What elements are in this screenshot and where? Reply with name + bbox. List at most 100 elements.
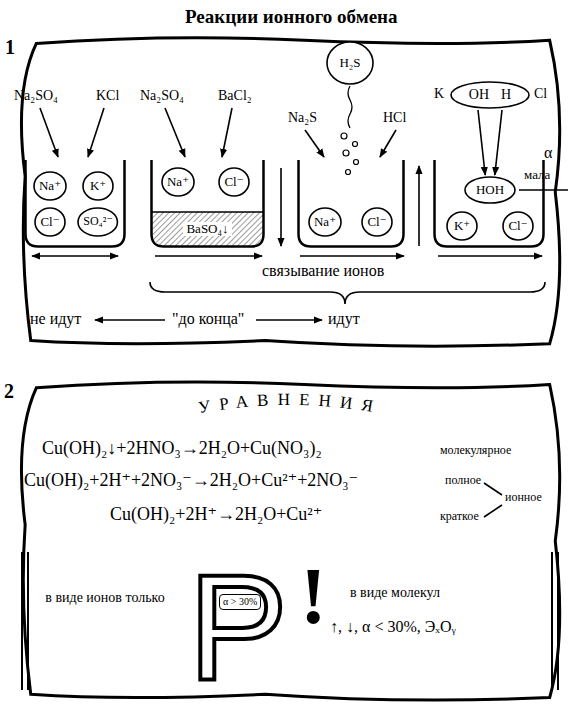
double-bars — [22, 552, 558, 690]
right-arrow — [256, 319, 322, 321]
text-label: Cu(OH)₂↓+2HNO₃→2H₂O+Cu(NO₃)₂ — [42, 438, 322, 459]
heading-text: Na₂SO₄ — [140, 88, 184, 104]
node-text: Cl⁻ — [367, 215, 386, 230]
text-label: полное — [445, 474, 481, 488]
reagent-arrow — [88, 108, 104, 157]
arc-heading-path: УРАВНЕНИЯ — [197, 390, 383, 417]
beaker-outline — [299, 160, 404, 247]
heading-text: Na₂SO₄ — [14, 88, 58, 104]
node-text: Cl⁻ — [40, 215, 59, 230]
title: Реакции ионного обмена — [185, 6, 398, 28]
text-label: "до конца" — [172, 310, 244, 328]
brace — [150, 282, 545, 304]
heading-text: Na₂S — [288, 110, 317, 126]
ion-circle: Cl⁻ — [502, 211, 534, 241]
ion-circle: Na⁺ — [308, 207, 342, 237]
reagent-arrow — [165, 108, 185, 157]
panel: 1Na₂SO₄KClNa⁺K⁺Cl⁻SO₄²⁻Na₂SO₄BaCl₂Na⁺Cl⁻… — [14, 34, 572, 350]
beaker: Na₂SO₄KClNa⁺K⁺Cl⁻SO₄²⁻ — [24, 160, 126, 248]
text-label: в виде ионов только — [40, 590, 170, 606]
precipitate-arrow — [280, 168, 282, 246]
precipitate-fill — [152, 212, 263, 246]
text-label: не идут — [30, 310, 81, 328]
node-text: H₂S — [339, 56, 360, 71]
node-text: Na⁺ — [314, 215, 336, 230]
panel: 2Рα > 30% — [14, 378, 572, 704]
node-outline — [14, 378, 572, 704]
ion-circle: Cl⁻ — [361, 207, 393, 237]
text-label: краткое — [440, 510, 479, 524]
beaker: Na₂SHClNa⁺Cl⁻ — [297, 160, 405, 248]
node-text: Na⁺ — [39, 179, 61, 194]
gas-balloon: H₂S — [326, 41, 374, 85]
ellipse-outline — [83, 172, 113, 200]
node-text: K⁺ — [454, 219, 470, 234]
node-text: Na⁺ — [167, 175, 189, 190]
reversible-arrow — [32, 255, 118, 257]
reagent-arrow — [222, 108, 232, 157]
balloon-string — [348, 86, 352, 128]
reagent-arrow — [40, 108, 58, 157]
water-molecule: HOH — [464, 176, 516, 204]
precipitate-band: BaSO₄↓ — [152, 212, 263, 246]
text-label: молекулярное — [440, 444, 511, 458]
ion-circle: Cl⁻ — [218, 167, 250, 197]
heading-text: KCl — [96, 88, 119, 104]
beaker-outline — [152, 160, 264, 247]
node-text: BaSO₄↓ — [183, 222, 231, 237]
solubility-sign: Рα > 30% — [188, 552, 292, 702]
heading-text: K — [434, 86, 444, 102]
ellipse-outline — [451, 82, 529, 108]
gas-arrow — [418, 166, 420, 246]
panel-outline — [21, 382, 559, 700]
panel-outline — [21, 38, 559, 346]
text-label: α — [544, 144, 552, 162]
node-outline — [24, 160, 126, 248]
ellipse-outline — [503, 212, 533, 240]
node-text: HOH — [476, 183, 504, 198]
reagent-arrows — [40, 108, 396, 157]
ellipse-outline — [309, 208, 341, 236]
text-label: Cu(OH)₂+2H⁺+2NO₃⁻→2H₂O+Cu²⁺+2NO₃⁻ — [24, 470, 358, 491]
arc-heading: УРАВНЕНИЯ — [197, 390, 383, 417]
ellipse-outline — [327, 42, 373, 84]
bubble — [343, 150, 349, 156]
forward-arrow — [438, 255, 542, 257]
node-text: Cl⁻ — [224, 175, 243, 190]
bar — [551, 552, 553, 690]
ellipse-outline — [34, 172, 66, 200]
text-label: в виде молекул — [350, 585, 440, 601]
reagent-arrow — [380, 130, 396, 157]
reagent-oval: OHH — [450, 81, 530, 109]
ellipse-outline — [35, 208, 65, 236]
connector-arrow — [495, 110, 502, 175]
beaker-outline — [26, 160, 125, 247]
ion-circle: K⁺ — [82, 171, 114, 201]
gas-bubbles — [341, 133, 359, 175]
node-text: K⁺ — [90, 179, 106, 194]
ellipse-outline — [162, 168, 194, 196]
node-text: OH — [469, 87, 489, 103]
forward-arrow — [300, 255, 404, 257]
node-text: Cl⁻ — [508, 219, 527, 234]
heading-text: 1 — [5, 36, 15, 59]
heading-text: BaCl₂ — [218, 88, 252, 104]
text-label: ионное — [505, 491, 542, 505]
node-text: SO₄²⁻ — [83, 215, 112, 229]
node-outline — [297, 160, 405, 248]
bubble — [353, 142, 358, 147]
text-label: Cu(OH)₂+2H⁺→2H₂O+Cu²⁺ — [110, 504, 322, 525]
ellipse-outline — [362, 208, 392, 236]
big-letter: Р — [188, 552, 288, 702]
ellipse-outline — [465, 177, 515, 203]
beaker: Na₂SO₄BaCl₂Na⁺Cl⁻BaSO₄↓ — [150, 160, 265, 248]
ion-circle: Na⁺ — [161, 167, 195, 197]
bubble — [341, 133, 347, 139]
reagent-arrow — [305, 130, 324, 157]
ion-circle: K⁺ — [446, 211, 478, 241]
heading-text: HCl — [383, 110, 406, 126]
ion-circle: SO₄²⁻ — [77, 207, 118, 237]
ellipse-outline — [447, 212, 477, 240]
ion-circle: Cl⁻ — [34, 207, 66, 237]
